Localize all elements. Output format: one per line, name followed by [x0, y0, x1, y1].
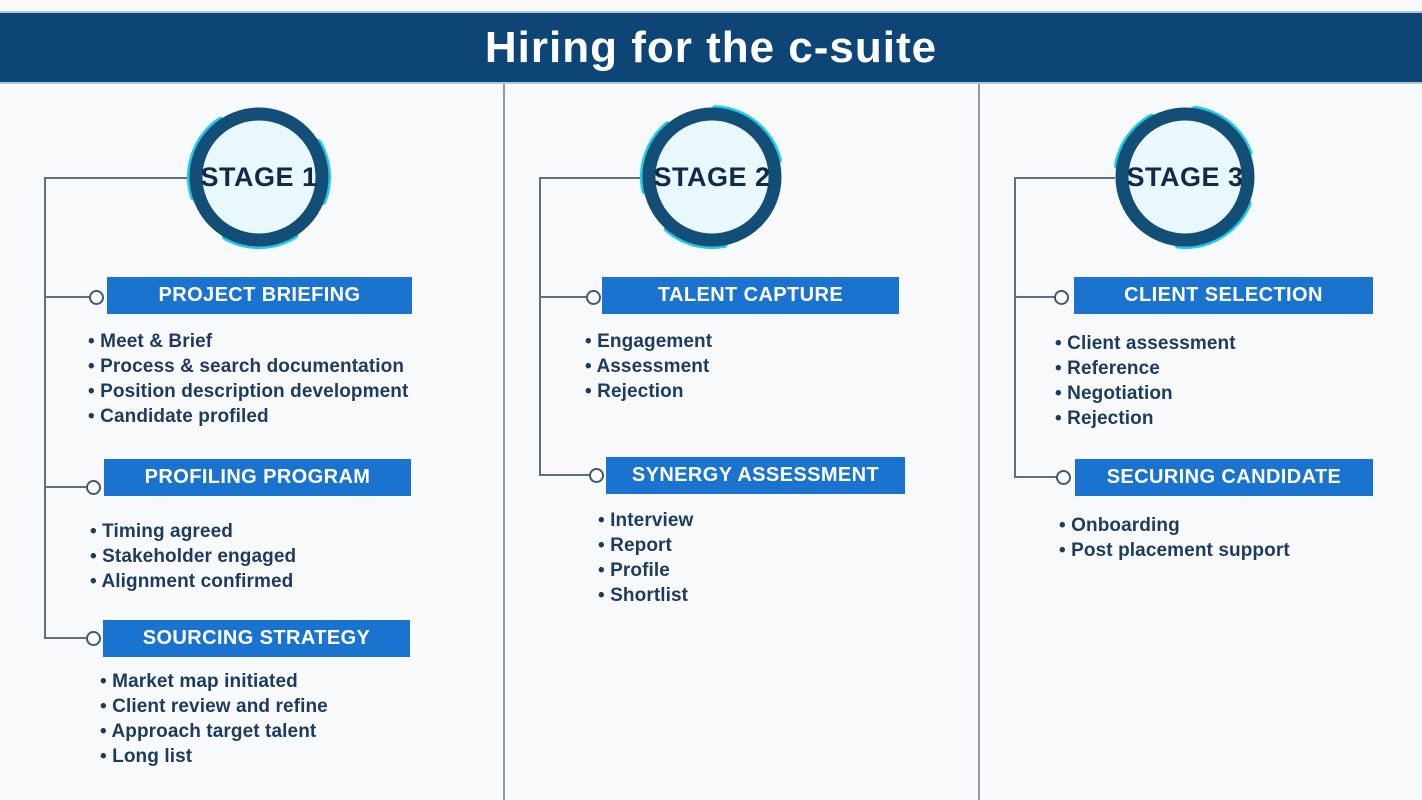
stage-2-badge: STAGE 2: [636, 101, 788, 253]
connector-hline-stage1-circle: [44, 177, 190, 179]
bullet-item: Rejection: [585, 379, 712, 404]
node-ring-sourcing-strategy: [86, 631, 101, 646]
bullet-list-talent-capture: Engagement Assessment Rejection: [585, 329, 712, 404]
bullet-item: Reference: [1055, 356, 1236, 381]
node-ring-talent-capture: [586, 290, 601, 305]
bullet-list-securing-candidate: Onboarding Post placement support: [1059, 513, 1290, 563]
bullet-item: Client review and refine: [100, 694, 328, 719]
connector-hline-client-selection: [1014, 296, 1056, 298]
bullet-list-project-briefing: Meet & Brief Process & search documentat…: [88, 329, 408, 429]
connector-hline-talent-capture: [539, 296, 586, 298]
bullet-item: Process & search documentation: [88, 354, 408, 379]
stage-1-ring-graphic: [187, 105, 331, 249]
connector-vline-stage3: [1014, 177, 1016, 478]
column-divider-1: [503, 84, 505, 800]
bullet-item: Client assessment: [1055, 331, 1236, 356]
connector-hline-synergy-assessment: [539, 474, 589, 476]
stage-1-label: STAGE 1: [200, 161, 318, 192]
bullet-item: Rejection: [1055, 406, 1236, 431]
node-ring-project-briefing: [89, 290, 104, 305]
bullet-item: Profile: [598, 558, 693, 583]
section-header-client-selection: CLIENT SELECTION: [1074, 277, 1373, 314]
bullet-list-synergy-assessment: Interview Report Profile Shortlist: [598, 508, 693, 608]
bullet-item: Candidate profiled: [88, 404, 408, 429]
bullet-item: Negotiation: [1055, 381, 1236, 406]
bullet-item: Post placement support: [1059, 538, 1290, 563]
stage-3-ring-graphic: [1113, 105, 1257, 249]
section-header-sourcing-strategy: SOURCING STRATEGY: [103, 620, 410, 657]
connector-vline-stage2: [539, 177, 541, 476]
stage-3-badge: STAGE 3: [1109, 101, 1261, 253]
section-header-profiling-program: PROFILING PROGRAM: [104, 459, 411, 496]
section-header-securing-candidate: SECURING CANDIDATE: [1075, 459, 1373, 496]
bullet-list-profiling-program: Timing agreed Stakeholder engaged Alignm…: [90, 519, 296, 594]
bullet-item: Market map initiated: [100, 669, 328, 694]
section-header-project-briefing: PROJECT BRIEFING: [107, 277, 412, 314]
stage-2-ring-graphic: [640, 105, 784, 249]
bullet-list-sourcing-strategy: Market map initiated Client review and r…: [100, 669, 328, 769]
bullet-item: Stakeholder engaged: [90, 544, 296, 569]
bullet-item: Position description development: [88, 379, 408, 404]
node-ring-client-selection: [1054, 290, 1069, 305]
node-ring-profiling-program: [86, 480, 101, 495]
connector-hline-sourcing-strategy: [44, 637, 86, 639]
section-header-talent-capture: TALENT CAPTURE: [602, 277, 899, 314]
bullet-item: Interview: [598, 508, 693, 533]
connector-vline-stage1: [44, 177, 46, 639]
bullet-list-client-selection: Client assessment Reference Negotiation …: [1055, 331, 1236, 431]
page-title: Hiring for the c-suite: [484, 22, 938, 72]
bullet-item: Shortlist: [598, 583, 693, 608]
bullet-item: Timing agreed: [90, 519, 296, 544]
section-header-synergy-assessment: SYNERGY ASSESSMENT: [606, 457, 905, 494]
node-ring-synergy-assessment: [589, 468, 604, 483]
bullet-item: Approach target talent: [100, 719, 328, 744]
node-ring-securing-candidate: [1056, 470, 1071, 485]
title-banner: Hiring for the c-suite: [0, 11, 1422, 84]
column-divider-2: [978, 84, 980, 800]
stage-1-badge: STAGE 1: [183, 101, 335, 253]
bullet-item: Onboarding: [1059, 513, 1290, 538]
bullet-item: Alignment confirmed: [90, 569, 296, 594]
connector-hline-securing-candidate: [1014, 476, 1058, 478]
stage-2-label: STAGE 2: [653, 161, 771, 192]
connector-hline-profiling-program: [44, 486, 86, 488]
bullet-item: Engagement: [585, 329, 712, 354]
connector-hline-stage2-circle: [539, 177, 645, 179]
connector-hline-stage3-circle: [1014, 177, 1115, 179]
bullet-item: Meet & Brief: [88, 329, 408, 354]
bullet-item: Report: [598, 533, 693, 558]
bullet-item: Assessment: [585, 354, 712, 379]
stage-3-label: STAGE 3: [1126, 161, 1244, 192]
bullet-item: Long list: [100, 744, 328, 769]
connector-hline-project-briefing: [44, 296, 89, 298]
